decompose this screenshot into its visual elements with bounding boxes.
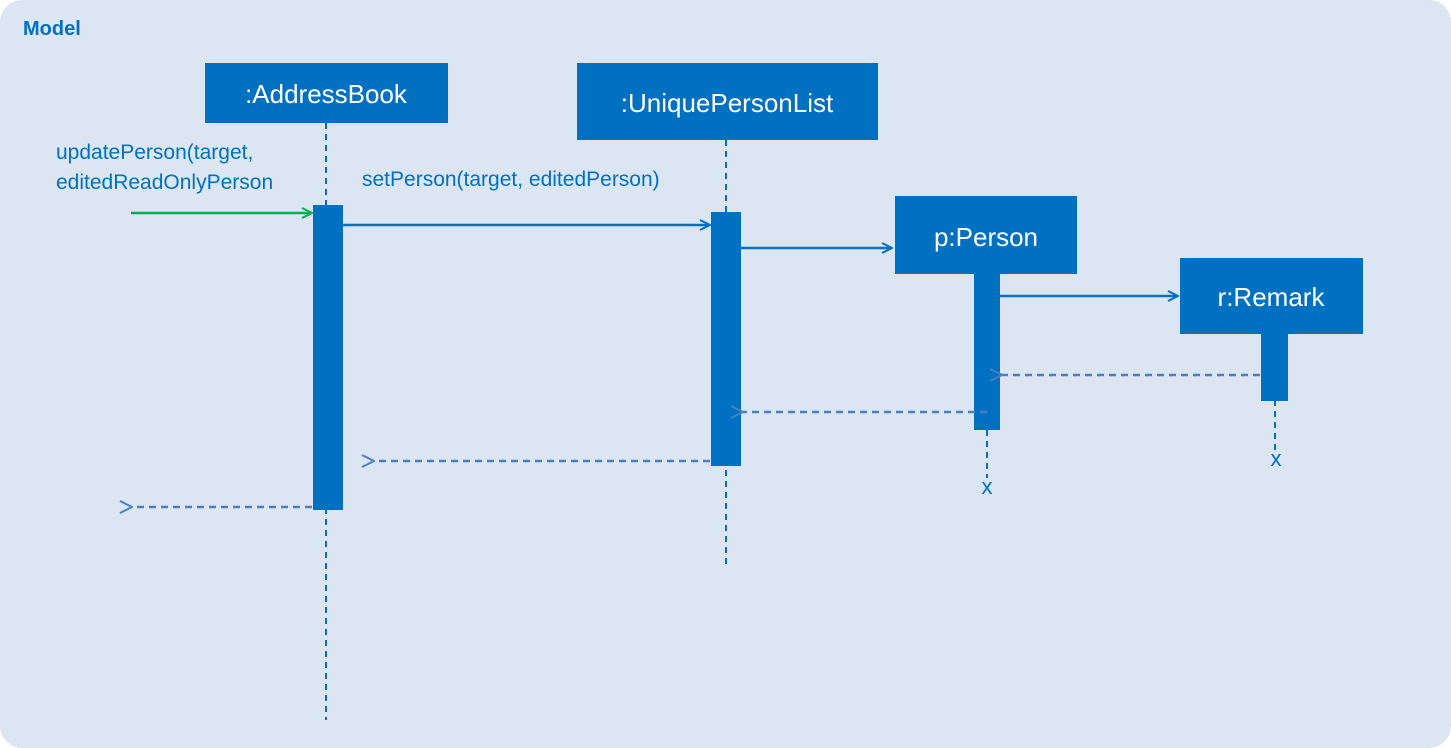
person-activation	[974, 274, 1000, 430]
addressbook-activation	[313, 205, 343, 510]
update-person-label-line2: editedReadOnlyPerson	[56, 171, 273, 194]
participant-remark-label: r:Remark	[1218, 282, 1326, 312]
set-person-label: setPerson(target, editedPerson)	[362, 168, 660, 191]
remark-destroy-marker: x	[1271, 446, 1282, 471]
participant-person-label: p:Person	[934, 222, 1038, 252]
participant-remark: r:Remark	[1180, 258, 1363, 334]
update-person-label-line1: updatePerson(target,	[56, 141, 253, 164]
remark-activation	[1261, 334, 1288, 401]
uniquepersonlist-activation	[711, 212, 741, 466]
participant-uniquepersonlist-label: :UniquePersonList	[621, 88, 834, 118]
participant-addressbook-label: :AddressBook	[245, 79, 408, 109]
participant-addressbook: :AddressBook	[205, 63, 448, 123]
person-destroy-marker: x	[982, 474, 993, 499]
frame-title: Model	[23, 18, 81, 40]
participant-person: p:Person	[895, 196, 1077, 274]
participant-uniquepersonlist: :UniquePersonList	[577, 63, 878, 140]
